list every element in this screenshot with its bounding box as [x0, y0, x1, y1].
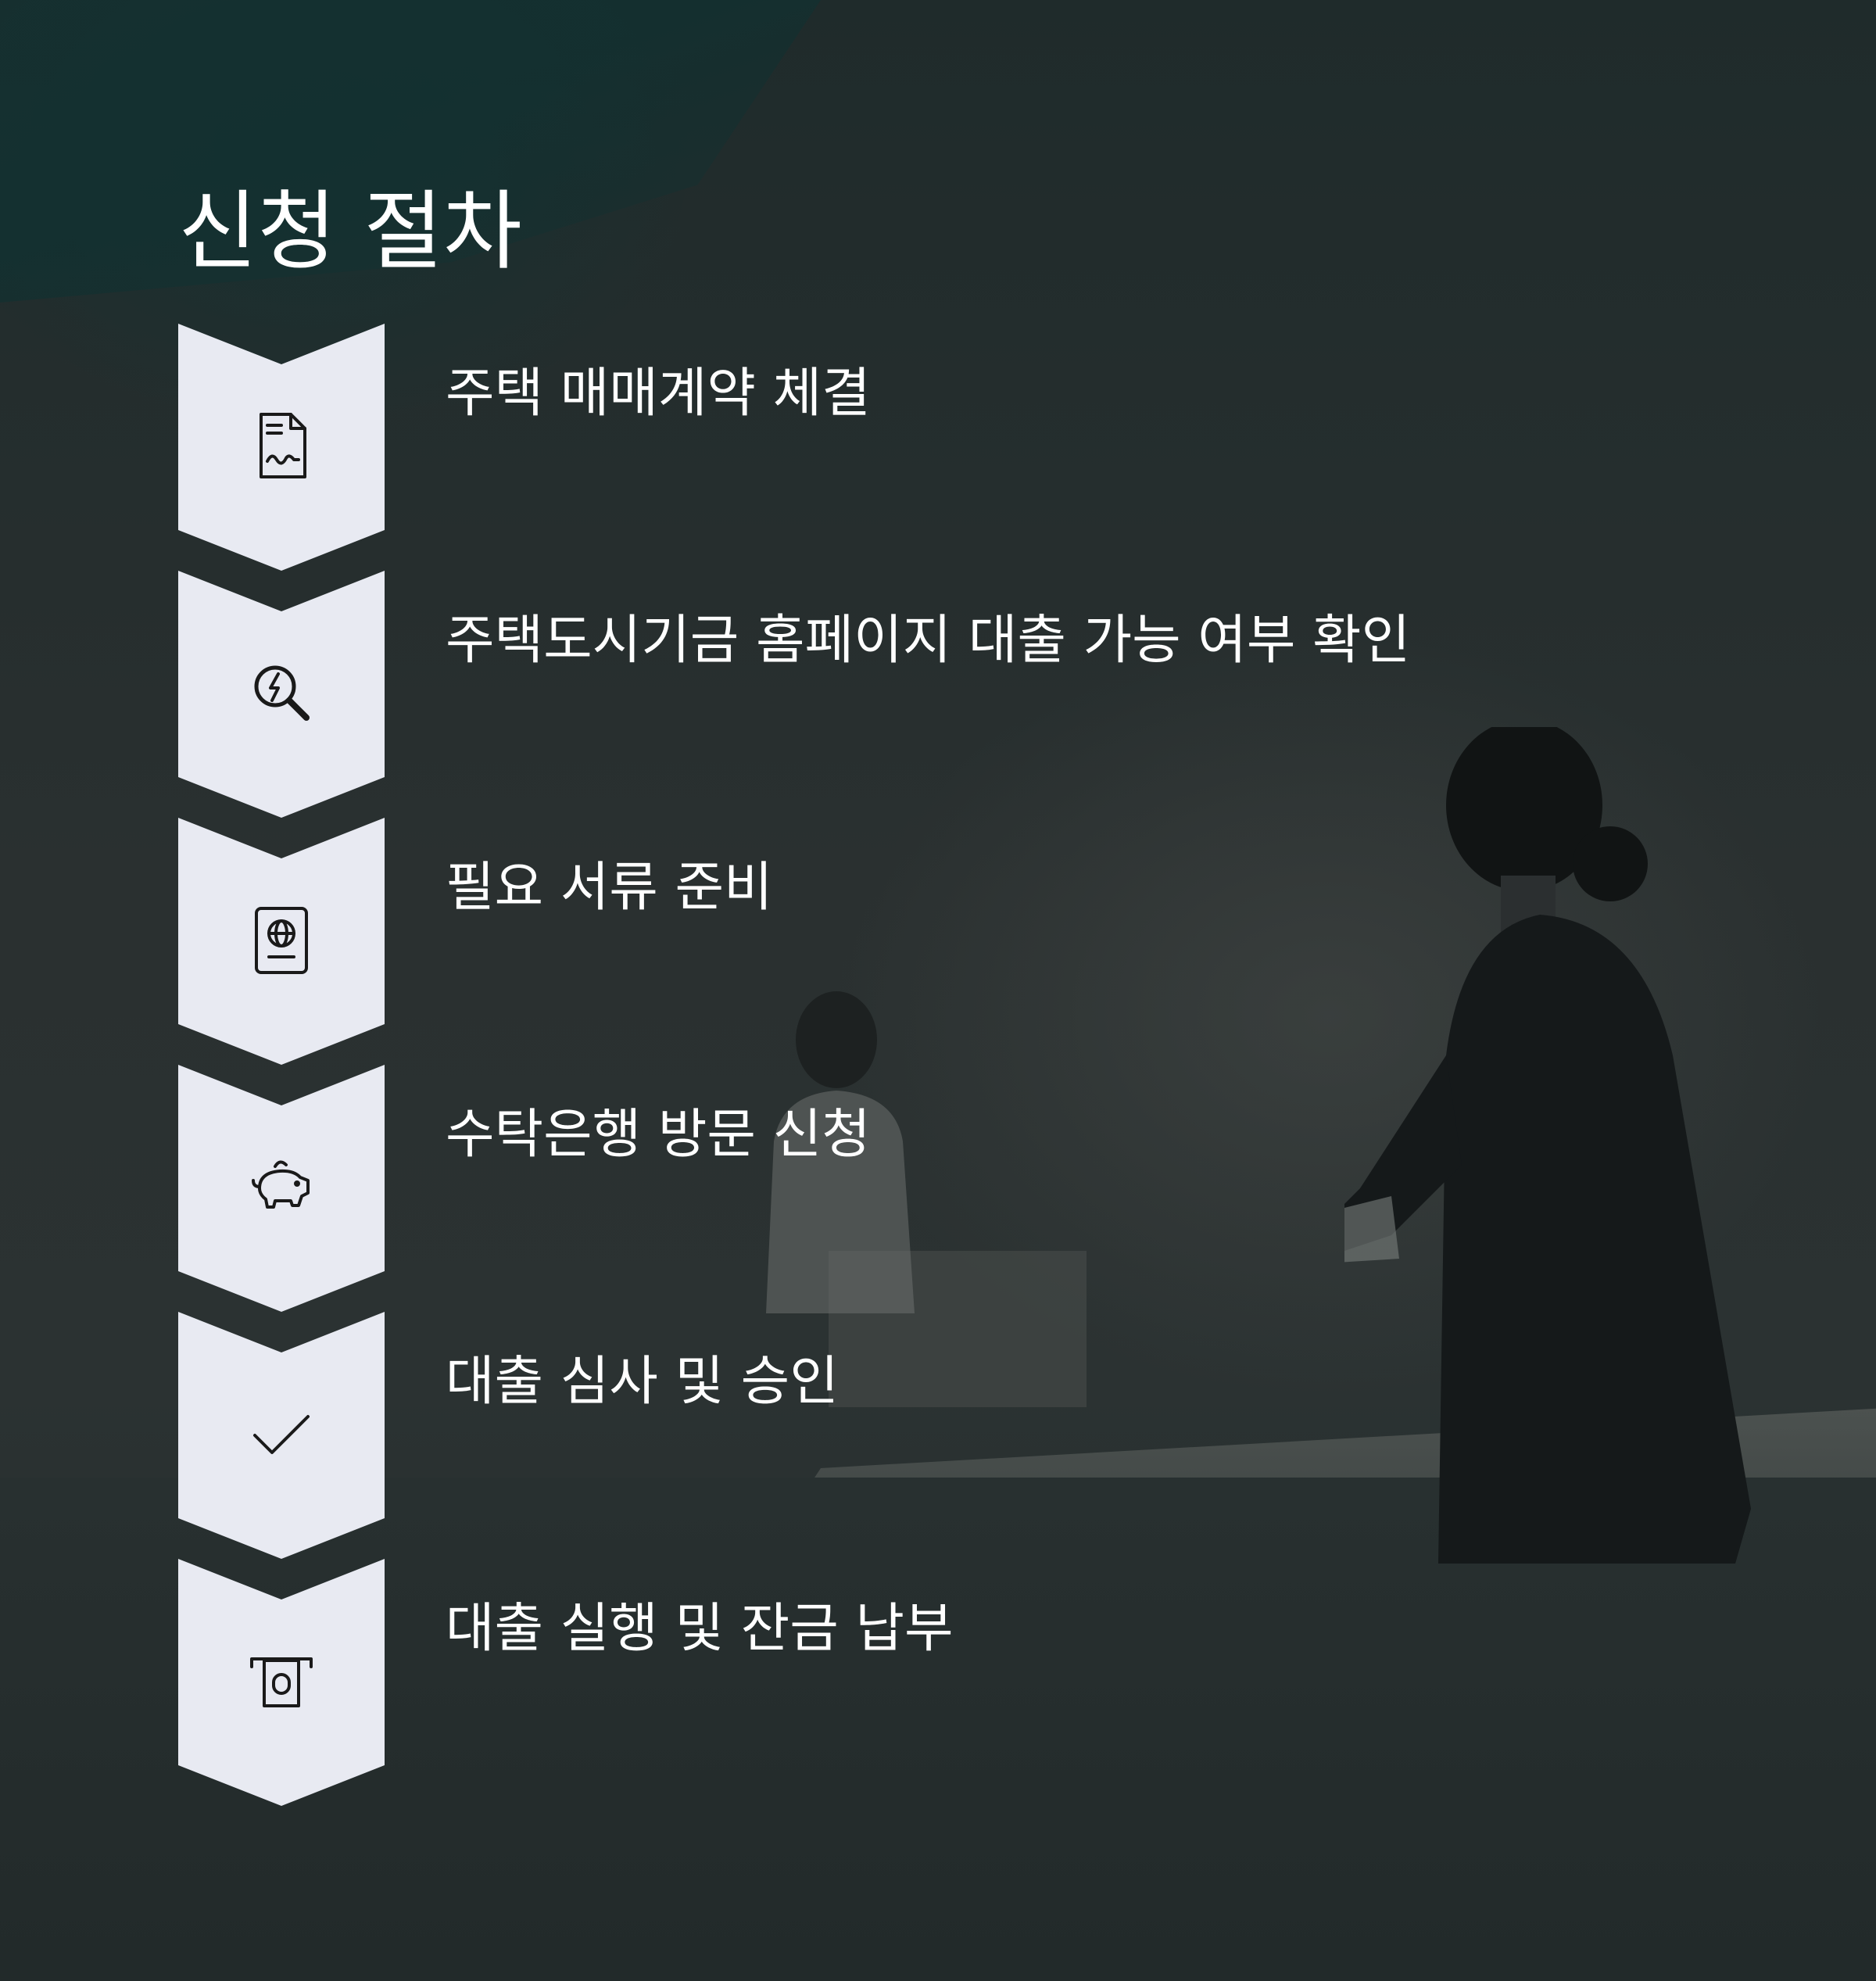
foreground-woman-silhouette: [1344, 727, 1751, 1564]
procedure-steps: 주택 매매계약 체결 주택도시기금 홈페이지 대출 가능 여부 확인 필요 서류…: [178, 324, 1663, 1809]
cash-withdrawal-icon: [250, 1657, 313, 1707]
step-label: 필요 서류 준비: [446, 857, 773, 919]
step-chevron: [178, 1065, 385, 1312]
step-item: 주택도시기금 홈페이지 대출 가능 여부 확인: [178, 571, 1663, 818]
step-chevron: [178, 571, 385, 818]
step-item: 주택 매매계약 체결: [178, 324, 1663, 571]
passport-icon: [255, 907, 308, 974]
signed-document-icon: [260, 413, 306, 478]
step-item: 필요 서류 준비: [178, 818, 1663, 1065]
search-lightning-icon: [254, 665, 310, 721]
step-item: 대출 심사 및 승인: [178, 1312, 1663, 1559]
background-clerk-silhouette: [766, 991, 915, 1313]
checkmark-icon: [253, 1415, 310, 1454]
step-item: 대출 실행 및 잔금 납부: [178, 1559, 1663, 1806]
step-chevron: [178, 1559, 385, 1806]
piggy-bank-icon: [252, 1160, 310, 1209]
page-title: 신청 절차: [178, 181, 522, 281]
step-label: 수탁은행 방문 신청: [446, 1104, 871, 1166]
step-chevron: [178, 818, 385, 1065]
step-label: 주택도시기금 홈페이지 대출 가능 여부 확인: [446, 610, 1411, 672]
step-chevron: [178, 1312, 385, 1559]
step-chevron: [178, 324, 385, 571]
step-item: 수탁은행 방문 신청: [178, 1065, 1663, 1312]
step-label: 대출 심사 및 승인: [446, 1351, 839, 1413]
step-label: 주택 매매계약 체결: [446, 363, 871, 424]
step-label: 대출 실행 및 잔금 납부: [446, 1598, 954, 1660]
